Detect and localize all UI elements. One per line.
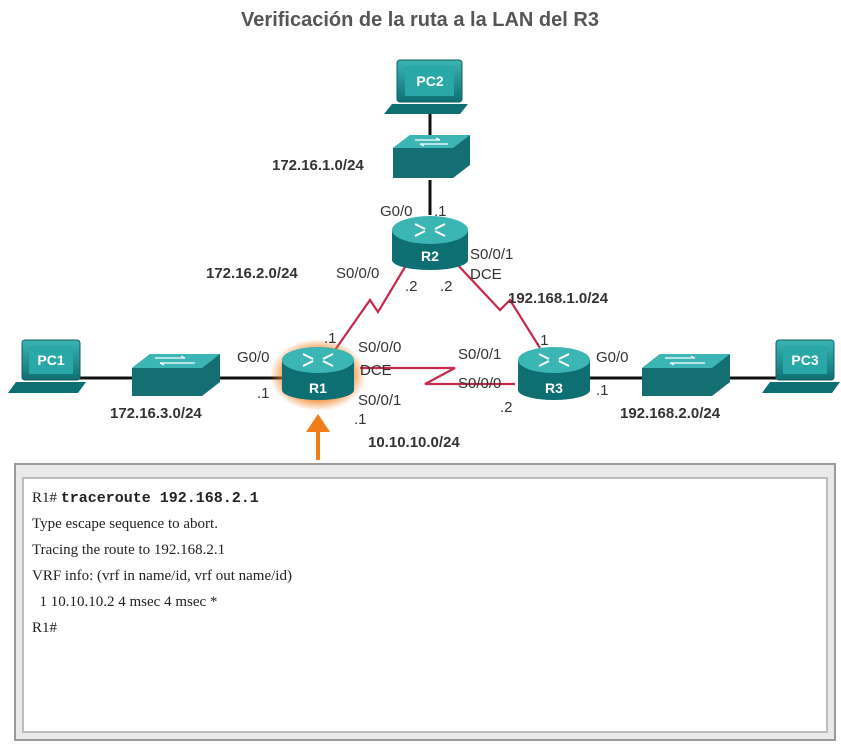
r2-right-host-label: .2: [440, 278, 453, 295]
pc2-label: PC2: [416, 73, 443, 89]
serial-link-r1-r2: [334, 261, 409, 351]
network-label-pc1-lan: 172.16.3.0/24: [110, 405, 202, 422]
network-label-r1-r3: 10.10.10.0/24: [368, 434, 460, 451]
highlight-arrow-icon: [306, 414, 330, 460]
r3-label: R3: [545, 380, 563, 396]
r2-s000-label: S0/0/0: [336, 265, 379, 282]
pc1-lan-switch[interactable]: [132, 354, 220, 396]
serial-links: [334, 261, 541, 386]
diagram-title: Verificación de la ruta a la LAN del R3: [241, 9, 599, 31]
topology-diagram: Verificación de la ruta a la LAN del R3 …: [8, 9, 840, 460]
serial-link-r1-r3: [360, 366, 515, 386]
r2-left-host-label: .2: [405, 278, 418, 295]
network-label-pc2-lan: 172.16.1.0/24: [272, 157, 364, 174]
pc2-device[interactable]: PC2: [384, 59, 468, 114]
r2-g00-host-label: .1: [434, 203, 447, 220]
r3-router[interactable]: R3: [518, 347, 590, 400]
r1-bottom-host-label: .1: [354, 411, 367, 428]
pc1-label: PC1: [37, 352, 64, 368]
r2-dce-label: DCE: [470, 266, 502, 283]
r1-g00-label: G0/0: [237, 349, 270, 366]
r1-dce-label: DCE: [360, 362, 392, 379]
pc1-device[interactable]: PC1: [8, 339, 86, 393]
terminal-prompt: R1#: [32, 490, 61, 506]
r3-g00-host-label: .1: [596, 382, 609, 399]
network-label-r2-r3: 192.168.1.0/24: [508, 290, 609, 307]
r2-s001-label: S0/0/1: [470, 246, 513, 263]
terminal-line: 1 10.10.10.2 4 msec 4 msec *: [32, 594, 218, 610]
terminal-command: traceroute 192.168.2.1: [60, 490, 259, 507]
terminal-output[interactable]: R1# traceroute 192.168.2.1 Type escape s…: [22, 477, 828, 733]
r3-bottom-host-label: .2: [500, 399, 513, 416]
r3-g00-label: G0/0: [596, 349, 629, 366]
r2-router[interactable]: R2: [392, 216, 468, 270]
network-label-r1-r2: 172.16.2.0/24: [206, 265, 298, 282]
r1-g00-host-label: .1: [257, 385, 270, 402]
terminal-command-line: R1# traceroute 192.168.2.1: [32, 485, 818, 511]
terminal-window[interactable]: R1# traceroute 192.168.2.1 Type escape s…: [14, 463, 836, 741]
serial-link-r2-r3: [454, 261, 541, 349]
r3-s000-label: S0/0/0: [458, 375, 501, 392]
r1-router[interactable]: R1: [270, 339, 366, 411]
pc3-label: PC3: [791, 352, 818, 368]
terminal-line: Tracing the route to 192.168.2.1: [32, 542, 226, 558]
r3-s001-label: S0/0/1: [458, 346, 501, 363]
r3-top-host-label: .1: [536, 332, 549, 349]
terminal-line: Type escape sequence to abort.: [32, 516, 218, 532]
r1-s001-label: S0/0/1: [358, 392, 401, 409]
pc3-device[interactable]: PC3: [762, 339, 840, 393]
r1-s000-label: S0/0/0: [358, 339, 401, 356]
pc2-lan-switch[interactable]: [393, 135, 470, 178]
r2-label: R2: [421, 248, 439, 264]
terminal-line: VRF info: (vrf in name/id, vrf out name/…: [32, 568, 292, 584]
pc3-lan-switch[interactable]: [642, 354, 730, 396]
terminal-line: R1#: [32, 620, 58, 636]
network-label-pc3-lan: 192.168.2.0/24: [620, 405, 721, 422]
r1-label: R1: [309, 380, 327, 396]
r1-top-host-label: .1: [324, 330, 337, 347]
r2-g00-label: G0/0: [380, 203, 413, 220]
